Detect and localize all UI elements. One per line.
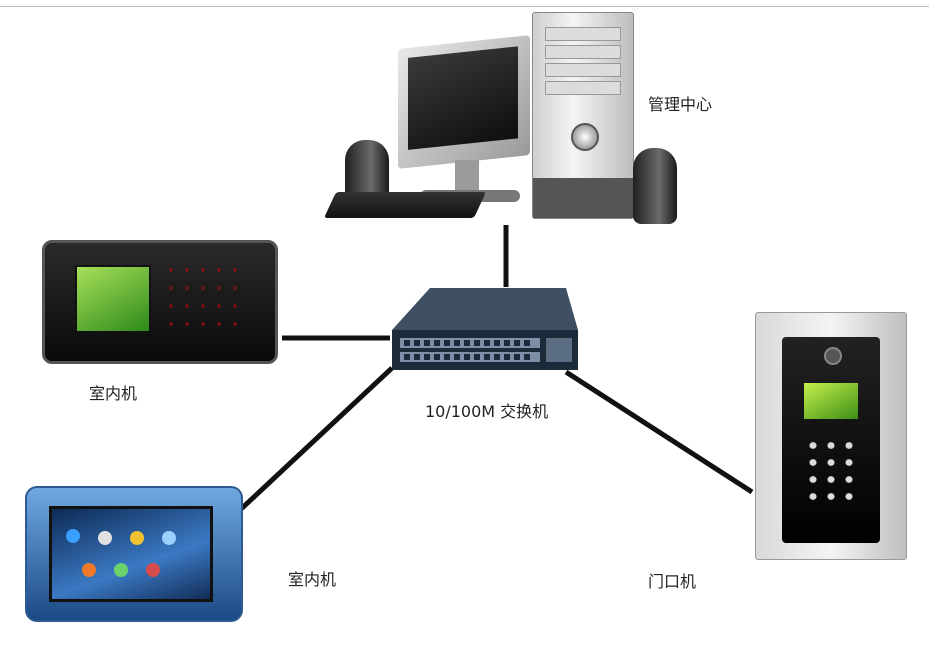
link-door-switch xyxy=(566,372,752,492)
switch-label: 10/100M 交换机 xyxy=(425,398,548,422)
door-unit-label: 门口机 xyxy=(648,568,696,592)
door-station-icon xyxy=(755,312,907,560)
pc-tower-icon xyxy=(532,12,634,219)
management-center-label: 管理中心 xyxy=(648,91,712,115)
tablet-monitor-icon xyxy=(25,486,243,622)
indoor-unit-top-label: 室内机 xyxy=(89,380,137,404)
indoor-monitor-icon xyxy=(42,240,278,364)
link-indoor2-switch xyxy=(240,368,392,510)
indoor-unit-bottom-label: 室内机 xyxy=(288,566,336,590)
network-switch-icon xyxy=(390,286,580,372)
monitor-icon xyxy=(398,35,530,169)
keyboard-icon xyxy=(324,192,486,218)
right-speaker-icon xyxy=(633,148,677,224)
